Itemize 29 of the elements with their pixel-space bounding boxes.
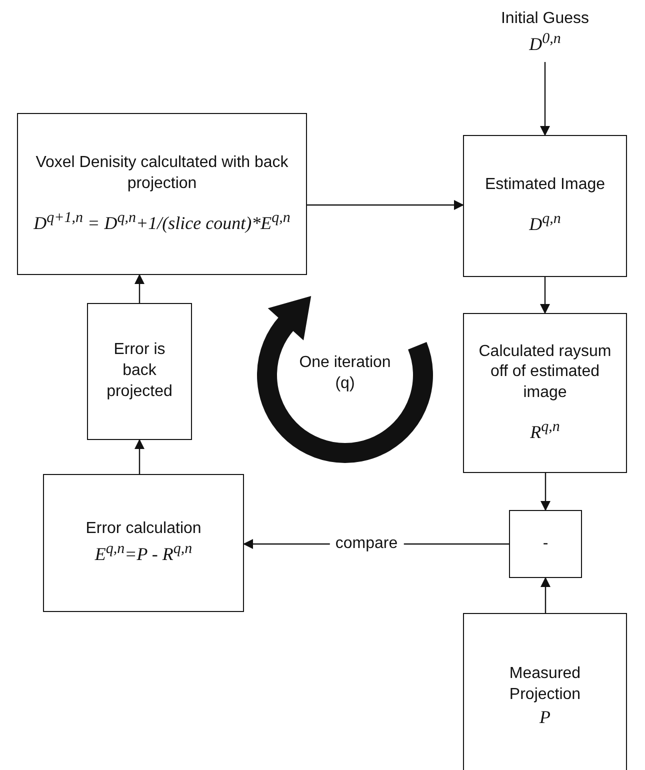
arrow <box>134 274 144 303</box>
box-text: - <box>542 534 548 554</box>
operator-box <box>509 510 582 578</box>
box-text: Estimated Image <box>484 175 606 196</box>
arrow <box>540 277 550 314</box>
process-box <box>87 303 192 440</box>
box-text: Error calculation <box>86 519 202 540</box>
formula: E$^{q,n}$=P - R$^{q,n}$ <box>94 540 192 566</box>
process-box <box>463 135 627 277</box>
arrow <box>540 577 550 613</box>
formula: D$^{0,n}$ <box>529 30 561 56</box>
formula: P <box>540 706 550 729</box>
arrow <box>540 473 550 511</box>
formula: R$^{q,n}$ <box>530 418 560 444</box>
process-box <box>17 113 307 275</box>
formula: D$^{q,n}$ <box>529 210 561 236</box>
arrow <box>540 62 550 136</box>
process-box <box>43 474 244 612</box>
box-text: Error is back projected <box>106 340 174 402</box>
process-box <box>463 313 627 473</box>
box-text: Measured Projection <box>508 664 582 705</box>
arrow <box>134 439 144 474</box>
cycle-label: One iteration (q) <box>298 353 392 394</box>
formula: D$^{q+1,n}$ = D$^{q,n}$+1/(slice count)*E$^{q,n}$ <box>34 208 290 235</box>
box-text: Calculated raysum off of estimated image <box>478 342 612 404</box>
input-box <box>463 613 627 770</box>
box-text: Voxel Denisity calcultated with back projection <box>34 153 290 194</box>
arrow <box>307 200 464 210</box>
start-text: Initial Guess <box>500 9 590 30</box>
